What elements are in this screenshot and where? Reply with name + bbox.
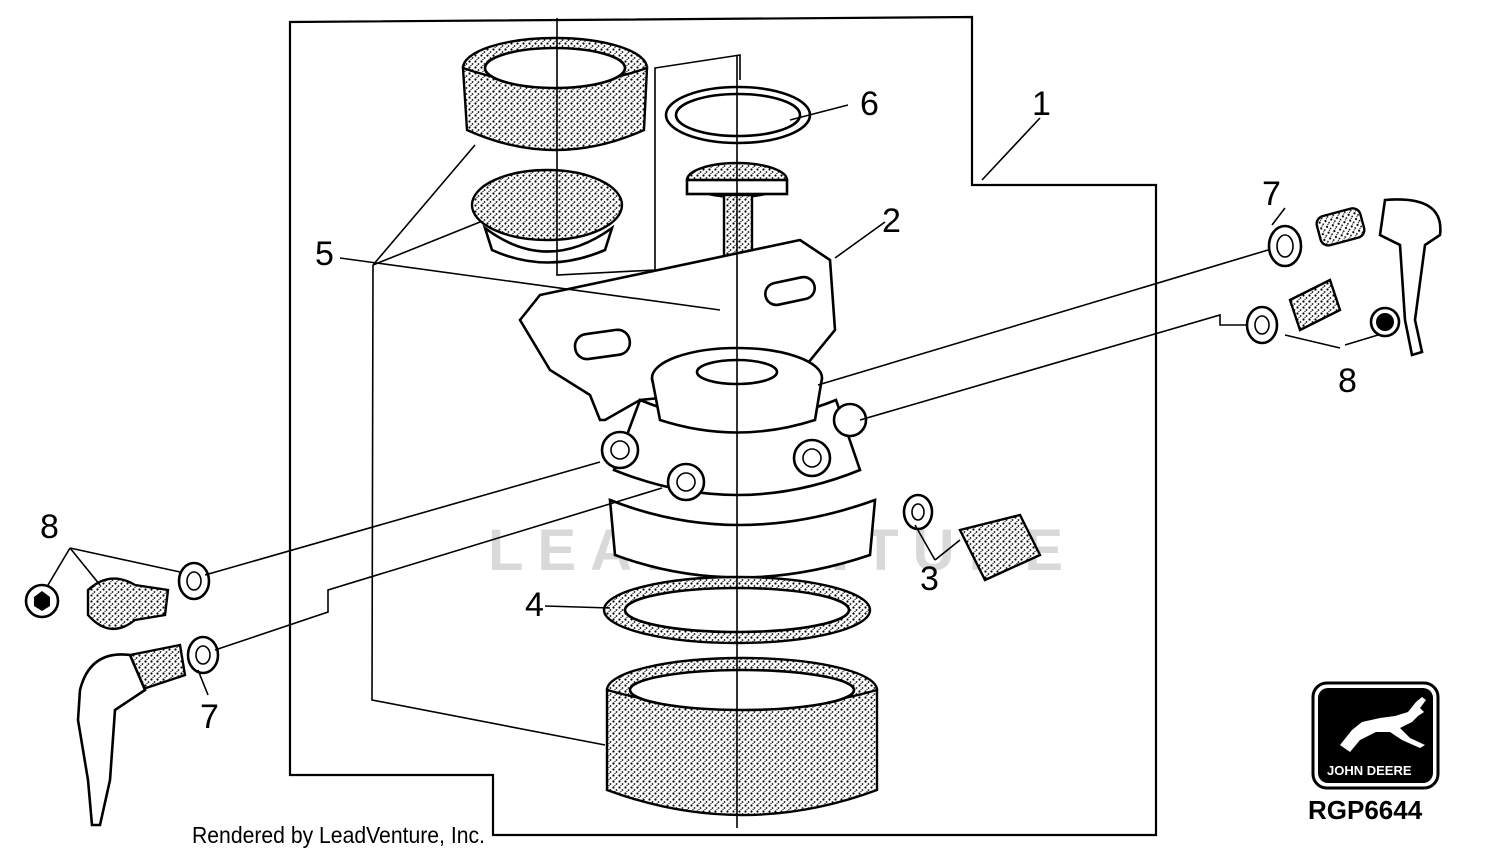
left-plug-8 <box>24 561 211 630</box>
filter-cap <box>470 168 624 264</box>
leaping-deer-icon <box>1340 697 1426 752</box>
callout-8-left: 8 <box>40 508 59 546</box>
right-plug-8 <box>1245 278 1401 345</box>
john-deere-logo: JOHN DEERE <box>1311 681 1440 790</box>
leader-lines <box>47 104 1379 746</box>
credit-text: Rendered by LeadVenture, Inc. <box>192 822 485 848</box>
top-ring-nut <box>461 36 649 152</box>
o-ring-6 <box>664 85 812 145</box>
bowl-retaining-ring <box>605 656 879 817</box>
callout-3: 3 <box>920 560 939 598</box>
callout-7-left: 7 <box>200 698 219 736</box>
item5-bracket <box>556 18 741 276</box>
callout-2: 2 <box>882 202 901 240</box>
callout-5: 5 <box>315 235 334 273</box>
callout-1: 1 <box>1032 85 1051 123</box>
left-elbow-fitting <box>76 635 220 827</box>
callout-6: 6 <box>860 85 879 123</box>
assembly-boundary <box>288 15 1158 837</box>
callout-4: 4 <box>525 586 544 624</box>
drawing-number: RGP6644 <box>1308 795 1423 825</box>
callout-8-right: 8 <box>1338 362 1357 400</box>
logo-text: JOHN DEERE <box>1327 763 1412 778</box>
bleed-screw-3 <box>902 493 1042 582</box>
callout-7-right: 7 <box>1262 175 1281 213</box>
right-elbow-fitting <box>1267 198 1442 357</box>
